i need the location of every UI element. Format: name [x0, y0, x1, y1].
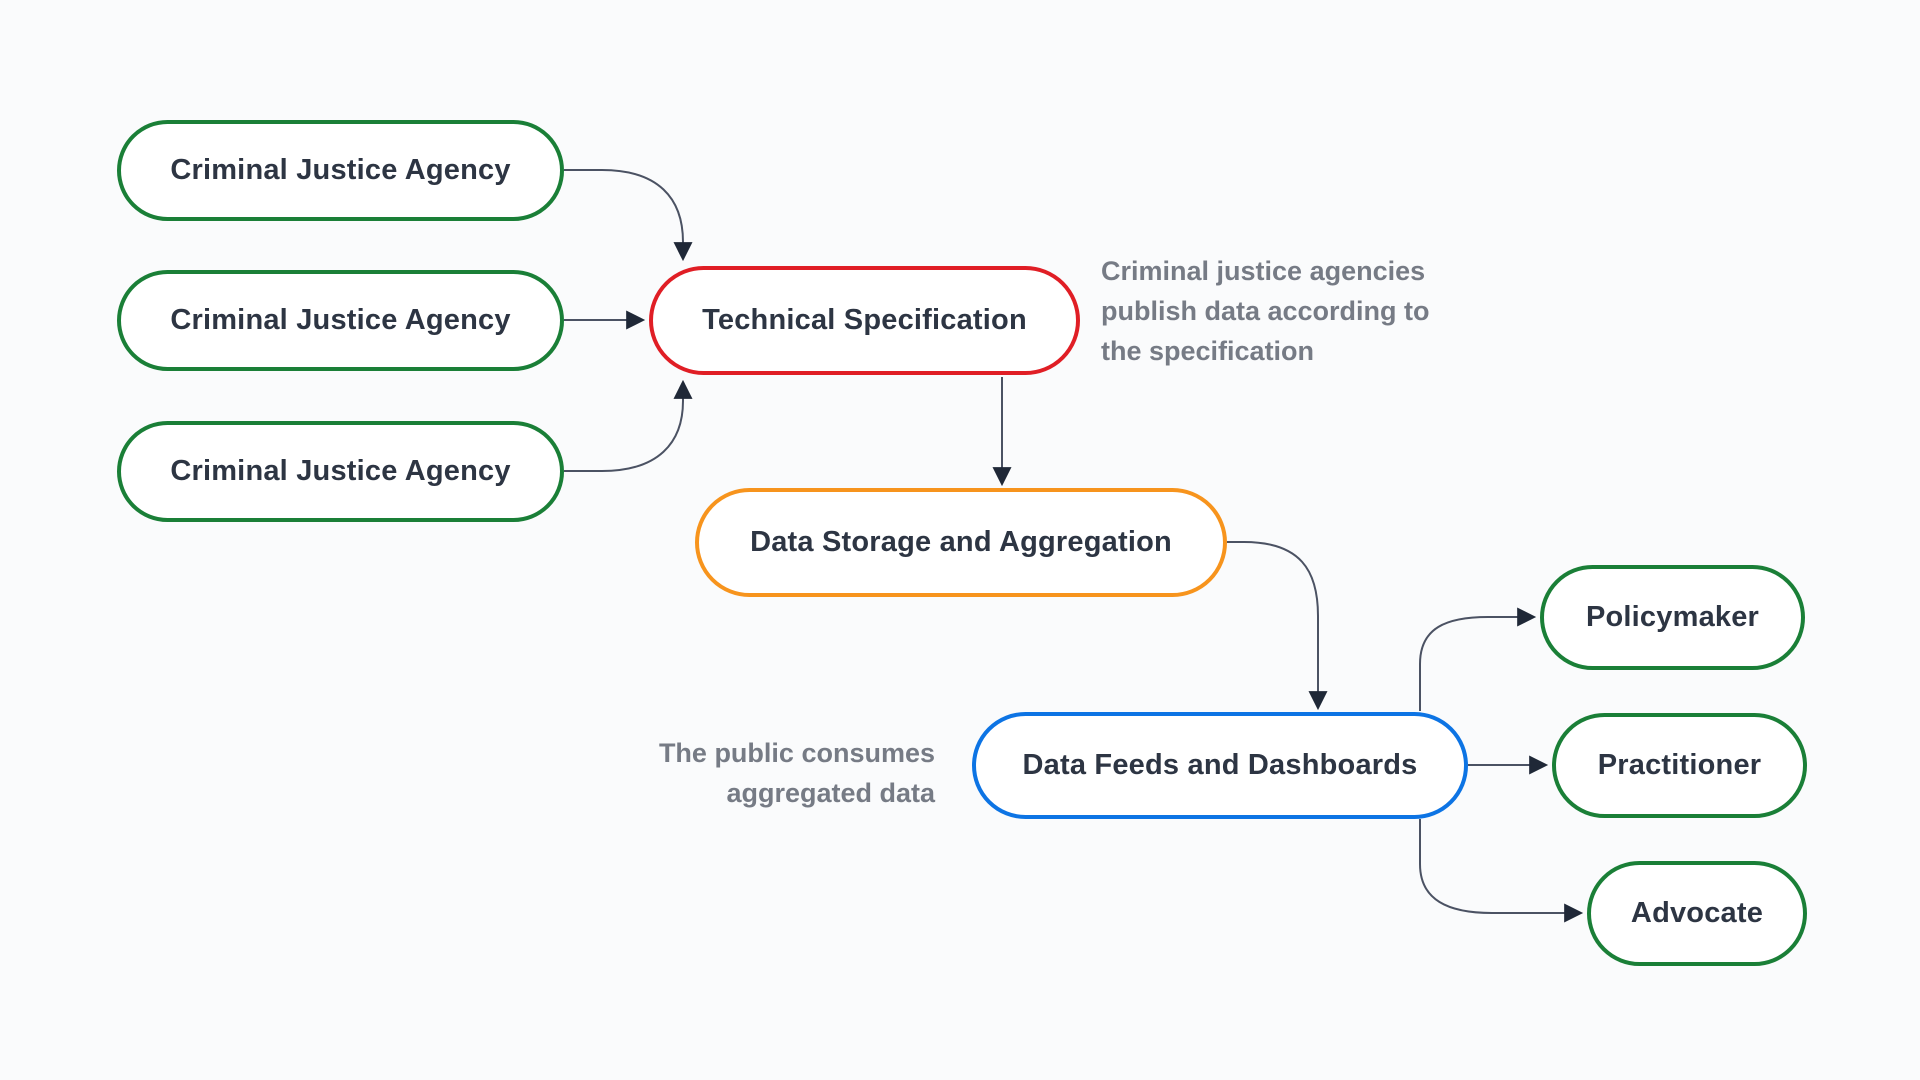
- annotation-line: The public consumes: [658, 738, 935, 768]
- annotation-line: the specification: [1101, 336, 1315, 366]
- annotation-line: Criminal justice agencies: [1101, 256, 1426, 286]
- node-label: Advocate: [1630, 897, 1764, 929]
- node-label: Technical Specification: [702, 304, 1027, 336]
- node-policymaker: Policymaker: [1540, 565, 1805, 670]
- node-advocate: Advocate: [1587, 861, 1807, 966]
- node-criminal-justice-agency-3: Criminal Justice Agency: [117, 421, 564, 522]
- node-label: Data Storage and Aggregation: [750, 526, 1172, 558]
- node-criminal-justice-agency-1: Criminal Justice Agency: [117, 120, 564, 221]
- node-criminal-justice-agency-2: Criminal Justice Agency: [117, 270, 564, 371]
- edge-feeds-to-advocate: [1419, 819, 1584, 923]
- edge-storage-to-feeds: [1227, 541, 1328, 711]
- annotation-public-consumes: The public consumes aggregated data: [595, 733, 935, 813]
- node-label: Data Feeds and Dashboards: [1022, 749, 1418, 781]
- node-data-feeds-and-dashboards: Data Feeds and Dashboards: [972, 712, 1468, 819]
- annotation-line: publish data according to: [1101, 296, 1430, 326]
- node-technical-specification: Technical Specification: [649, 266, 1080, 375]
- node-label: Practitioner: [1597, 749, 1762, 781]
- edge-agency3-to-techspec: [564, 379, 693, 472]
- node-practitioner: Practitioner: [1552, 713, 1807, 818]
- node-label: Policymaker: [1585, 601, 1760, 633]
- node-label: Criminal Justice Agency: [170, 455, 511, 487]
- edge-agency1-to-techspec: [564, 169, 693, 262]
- node-data-storage-and-aggregation: Data Storage and Aggregation: [695, 488, 1227, 597]
- annotation-line: aggregated data: [726, 778, 935, 808]
- node-label: Criminal Justice Agency: [170, 304, 511, 336]
- annotation-publish-data: Criminal justice agencies publish data a…: [1101, 251, 1501, 371]
- edge-feeds-to-policymaker: [1419, 607, 1537, 711]
- node-label: Criminal Justice Agency: [170, 154, 511, 186]
